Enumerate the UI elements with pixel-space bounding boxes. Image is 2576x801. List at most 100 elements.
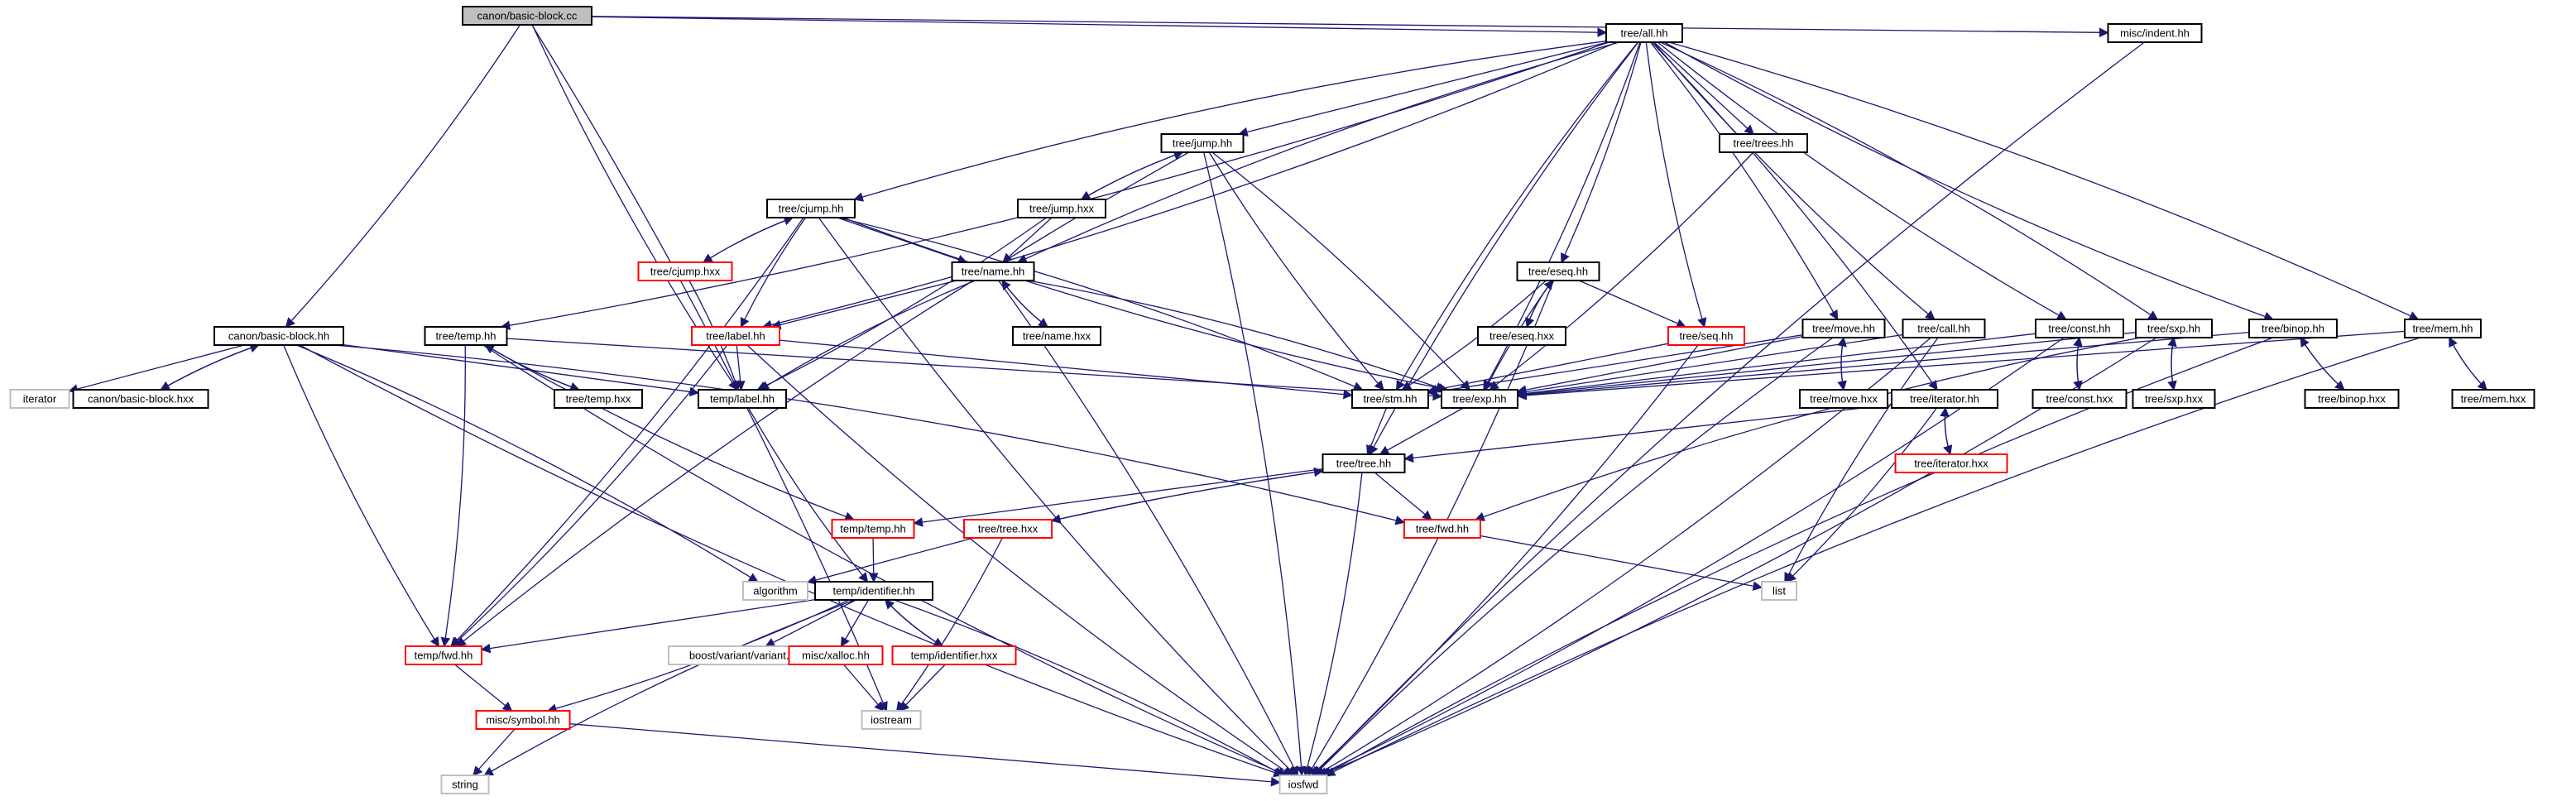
edge-bbhh-to-bbhxx — [160, 344, 260, 391]
edge-treehh-to-iosfwd — [1302, 472, 1363, 777]
node-callhh[interactable]: tree/call.hh — [1902, 319, 1986, 338]
node-box — [2107, 23, 2203, 43]
node-temptemphh[interactable]: temp/temp.hh — [831, 519, 915, 539]
edge-namehh-to-iosfwd — [998, 280, 1298, 777]
edge-binophh-to-iosfwd — [1322, 337, 2274, 776]
node-bbhh[interactable]: canon/basic-block.hh — [213, 326, 344, 346]
node-eseqhh[interactable]: tree/eseq.hh — [1516, 261, 1600, 281]
node-box — [766, 199, 856, 218]
node-iteratorhh[interactable]: tree/iterator.hh — [1891, 389, 1998, 409]
node-consthh[interactable]: tree/const.hh — [2035, 319, 2124, 338]
edge-treehh-to-fwdhh — [1374, 472, 1432, 520]
node-box — [475, 710, 571, 730]
node-label: boost/variant/variant.hpp — [689, 650, 807, 662]
node-label: tree/label.hh — [706, 330, 765, 343]
edge-all-to-stmhh — [1396, 41, 1638, 391]
node-all[interactable]: tree/all.hh — [1605, 23, 1683, 43]
edge-namehh-to-templabel — [759, 280, 976, 391]
node-memhxx[interactable]: tree/mem.hxx — [2451, 389, 2535, 409]
node-bbhxx[interactable]: canon/basic-block.hxx — [72, 389, 209, 409]
edge-jumphxx-to-templabel — [756, 217, 1047, 391]
node-memhh[interactable]: tree/mem.hh — [2404, 319, 2482, 338]
node-symbol[interactable]: misc/symbol.hh — [475, 710, 571, 730]
edge-identhh-to-string — [483, 599, 856, 776]
node-binophh[interactable]: tree/binop.hh — [2248, 319, 2338, 338]
node-exphh[interactable]: tree/exp.hh — [1441, 389, 1518, 409]
node-box — [788, 645, 884, 665]
node-box — [1012, 326, 1101, 346]
node-treehh[interactable]: tree/tree.hh — [1322, 453, 1406, 473]
edge-temphh-to-temphxx — [484, 344, 580, 391]
edge-identhh-to-xalloc — [840, 599, 870, 648]
node-iterator: iterator — [9, 389, 70, 409]
node-jumphh[interactable]: tree/jump.hh — [1160, 133, 1245, 153]
node-movehxx[interactable]: tree/move.hxx — [1799, 389, 1888, 409]
node-root[interactable]: canon/basic-block.cc — [462, 6, 592, 26]
node-box — [2451, 389, 2535, 409]
node-label: tree/name.hh — [962, 266, 1025, 278]
edge-all-to-labelhh — [761, 41, 1618, 330]
edge-namehh-to-namehxx — [1001, 280, 1049, 328]
node-labelhh[interactable]: tree/label.hh — [691, 326, 780, 346]
node-tempfwd[interactable]: temp/fwd.hh — [405, 645, 482, 665]
node-movehh[interactable]: tree/move.hh — [1801, 319, 1886, 338]
node-label: temp/identifier.hxx — [911, 650, 998, 662]
node-box — [1278, 775, 1328, 794]
node-label: tree/binop.hh — [2262, 323, 2324, 335]
node-identhh[interactable]: temp/identifier.hh — [814, 581, 933, 601]
node-box — [2404, 319, 2482, 338]
node-box — [1894, 453, 2008, 473]
edge-labelhh-to-templabel — [735, 344, 746, 391]
node-label: tree/exp.hh — [1452, 393, 1506, 405]
node-identhxx[interactable]: temp/identifier.hxx — [891, 645, 1017, 665]
node-namehxx[interactable]: tree/name.hxx — [1012, 326, 1101, 346]
edge-treehh-to-treetreehxx — [1050, 470, 1323, 524]
node-consthxx[interactable]: tree/const.hxx — [2032, 389, 2127, 409]
edge-sxphh-to-exphh — [1516, 332, 2137, 400]
node-indent[interactable]: misc/indent.hh — [2107, 23, 2203, 43]
node-iosfwd: iosfwd — [1278, 775, 1328, 794]
node-box — [963, 519, 1053, 539]
edge-callhh-to-exphh — [1516, 333, 1903, 397]
node-box — [691, 326, 780, 346]
node-treeshh[interactable]: tree/trees.hh — [1719, 133, 1808, 153]
node-temphxx[interactable]: tree/temp.hxx — [554, 389, 643, 409]
node-cjumphxx[interactable]: tree/cjump.hxx — [637, 261, 733, 281]
node-box — [1516, 261, 1600, 281]
node-templabel[interactable]: temp/label.hh — [698, 389, 787, 409]
edge-treeshh-to-exphh — [1489, 151, 1754, 391]
node-box — [637, 261, 733, 281]
node-sxphh[interactable]: tree/sxp.hh — [2135, 319, 2213, 338]
node-cjumphh[interactable]: tree/cjump.hh — [766, 199, 856, 218]
node-seqhh[interactable]: tree/seq.hh — [1667, 326, 1745, 346]
node-box — [2248, 319, 2338, 338]
edge-all-to-sxphh — [1660, 41, 2159, 320]
edge-sxphxx-to-sxphh — [2167, 336, 2177, 391]
node-stmhh[interactable]: tree/stm.hh — [1351, 389, 1429, 409]
node-label: tree/cjump.hh — [779, 203, 844, 215]
edge-memhh-to-exphh — [1516, 330, 2406, 400]
node-binophxx[interactable]: tree/binop.hxx — [2304, 389, 2400, 409]
node-jumphxx[interactable]: tree/jump.hxx — [1017, 199, 1106, 218]
edge-all-to-seqhh — [1645, 41, 1707, 329]
edge-jumphh-to-jumphxx — [1080, 151, 1183, 200]
node-treetreehxx[interactable]: tree/tree.hxx — [963, 519, 1053, 539]
node-eseqhxx[interactable]: tree/eseq.hxx — [1477, 326, 1566, 346]
edge-cjumphh-to-exphh — [842, 217, 1449, 393]
edge-all-to-consthh — [1657, 41, 2067, 320]
node-iostream: iostream — [861, 710, 922, 730]
edge-identhh-to-iosfwd — [894, 599, 1284, 776]
node-namehh[interactable]: tree/name.hh — [951, 261, 1035, 281]
edge-all-to-iteratorhh — [1651, 41, 1938, 391]
node-xalloc[interactable]: misc/xalloc.hh — [788, 645, 884, 665]
node-sxphxx[interactable]: tree/sxp.hxx — [2132, 389, 2216, 409]
node-fwdhh[interactable]: tree/fwd.hh — [1403, 519, 1481, 539]
node-label: misc/indent.hh — [2120, 27, 2190, 40]
node-label: canon/basic-block.hh — [228, 330, 329, 343]
node-temphh[interactable]: tree/temp.hh — [424, 326, 508, 346]
node-iteratorhxx[interactable]: tree/iterator.hxx — [1894, 453, 2008, 473]
edge-temphh-to-exphh — [506, 338, 1443, 401]
node-box — [554, 389, 643, 409]
edge-memhxx-to-memhh — [2449, 336, 2487, 391]
edge-identhxx-to-identhh — [884, 599, 943, 647]
